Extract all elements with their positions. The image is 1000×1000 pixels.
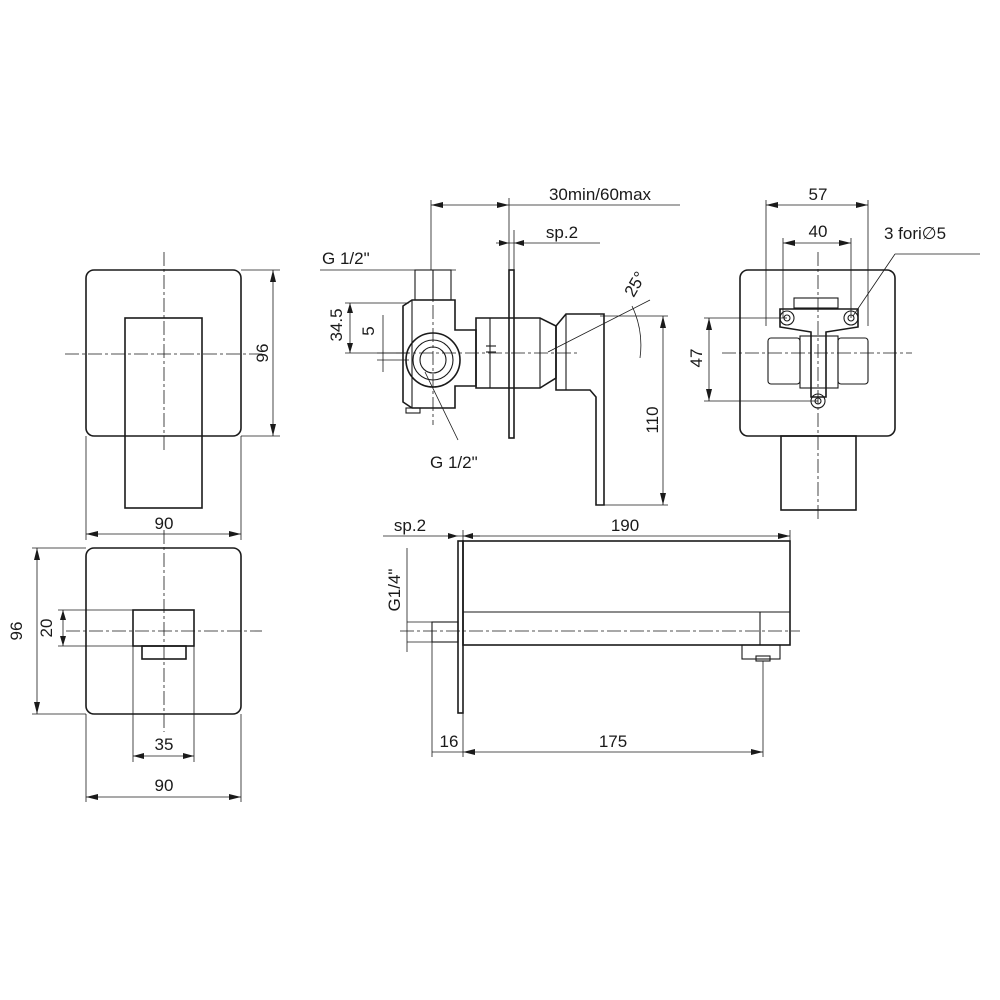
mixer-lever-outline (124, 317, 203, 509)
label-inlet-top: G 1/2" (322, 249, 370, 268)
dim-label-height: 96 (253, 344, 272, 363)
spout-front-view: 96 20 35 90 (7, 530, 262, 802)
wall-plate (508, 269, 515, 439)
spout-side-view: sp.2 190 G1/4" 16 175 (383, 516, 800, 757)
dim-label-lever-height: 110 (643, 406, 662, 433)
dim-label-spout-width: 35 (155, 735, 174, 754)
leader-inlet-bottom (424, 371, 459, 441)
dim-label-rear-height: 47 (687, 349, 706, 368)
dim-label-height: 96 (7, 622, 26, 641)
dim-label-rear-width: 57 (809, 185, 828, 204)
mixer-front-view: 96 90 (65, 252, 280, 540)
leader-holes (852, 253, 896, 317)
rear-sleeve-outline (780, 435, 857, 511)
mounting-frame (779, 308, 859, 398)
frame-top (793, 297, 839, 309)
dim-label-holes-span: 40 (809, 222, 828, 241)
dim-label-spout-length: 190 (611, 516, 639, 535)
angle-arc (631, 305, 642, 359)
dim-label-spout-height: 20 (37, 619, 56, 638)
dim-label-angle: 25° (621, 268, 650, 300)
angle-ray (547, 299, 651, 353)
mixer-plate-outline (85, 269, 242, 437)
spout-body-outline (132, 609, 195, 647)
mixer-rear-view: 57 40 3 fori∅5 47 (687, 185, 980, 522)
spout-aerator (741, 644, 781, 660)
dim-label-projection: 175 (599, 732, 627, 751)
label-thread: G1/4" (385, 569, 404, 612)
dim-label-plate: sp.2 (394, 516, 426, 535)
dim-label-width: 90 (155, 776, 174, 795)
label-holes: 3 fori∅5 (884, 224, 946, 243)
dim-label-plate: sp.2 (546, 223, 578, 242)
dim-label-install-depth: 30min/60max (549, 185, 652, 204)
label-inlet-bottom: G 1/2" (430, 453, 478, 472)
spout-body (462, 540, 791, 646)
dim-label-offset: 34.5 (327, 308, 346, 341)
spout-thread (431, 621, 459, 643)
dim-label-width: 90 (155, 514, 174, 533)
lever (555, 313, 605, 506)
dim-label-wall: 16 (440, 732, 459, 751)
mixer-side-view: 25° 30min/60max sp.2 G 1/2" G 1/2" 34.5 … (320, 185, 680, 506)
dim-label-offset-small: 5 (359, 326, 378, 335)
